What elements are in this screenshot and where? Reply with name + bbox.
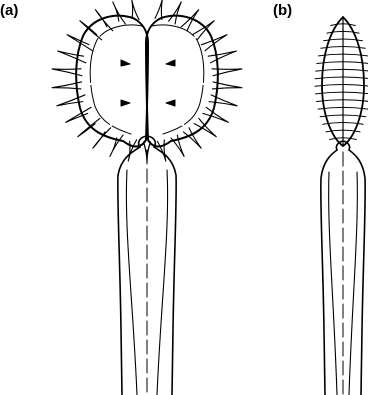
marginal-spine: [212, 69, 242, 76]
marginal-spine: [209, 95, 237, 106]
interlocked-spine: [317, 100, 368, 102]
marginal-spine: [194, 118, 216, 136]
petiole-right-edge: [154, 147, 176, 395]
marginal-spine: [155, 0, 163, 20]
petiole-inner-left: [126, 170, 137, 395]
marginal-spine: [203, 107, 229, 122]
right-inner-rim: [152, 25, 204, 134]
trigger-hair: [121, 60, 130, 66]
interlocked-spine: [315, 85, 368, 87]
petiole-inner-right: [157, 170, 168, 395]
marginal-spine: [78, 118, 100, 136]
left-lobe: [76, 16, 148, 147]
petiole-inner-right: [349, 172, 357, 395]
marginal-spine: [66, 107, 92, 122]
marginal-spine: [52, 69, 82, 76]
trigger-hair: [166, 100, 175, 106]
marginal-spine: [208, 51, 236, 63]
flytrap-closed: [315, 17, 368, 395]
marginal-spine: [58, 51, 86, 63]
flytrap-open: [52, 0, 242, 395]
marginal-spine: [113, 2, 126, 24]
left-inner-rim: [90, 25, 142, 134]
right-lobe: [146, 16, 218, 147]
interlocked-spine: [316, 92, 368, 94]
petiole-left-edge: [118, 147, 140, 395]
petiole-inner-left: [329, 172, 337, 395]
marginal-spine: [169, 2, 182, 24]
marginal-spine: [57, 95, 85, 106]
trigger-hair: [166, 60, 175, 66]
trigger-hair: [121, 100, 130, 106]
marginal-spine: [131, 0, 139, 20]
